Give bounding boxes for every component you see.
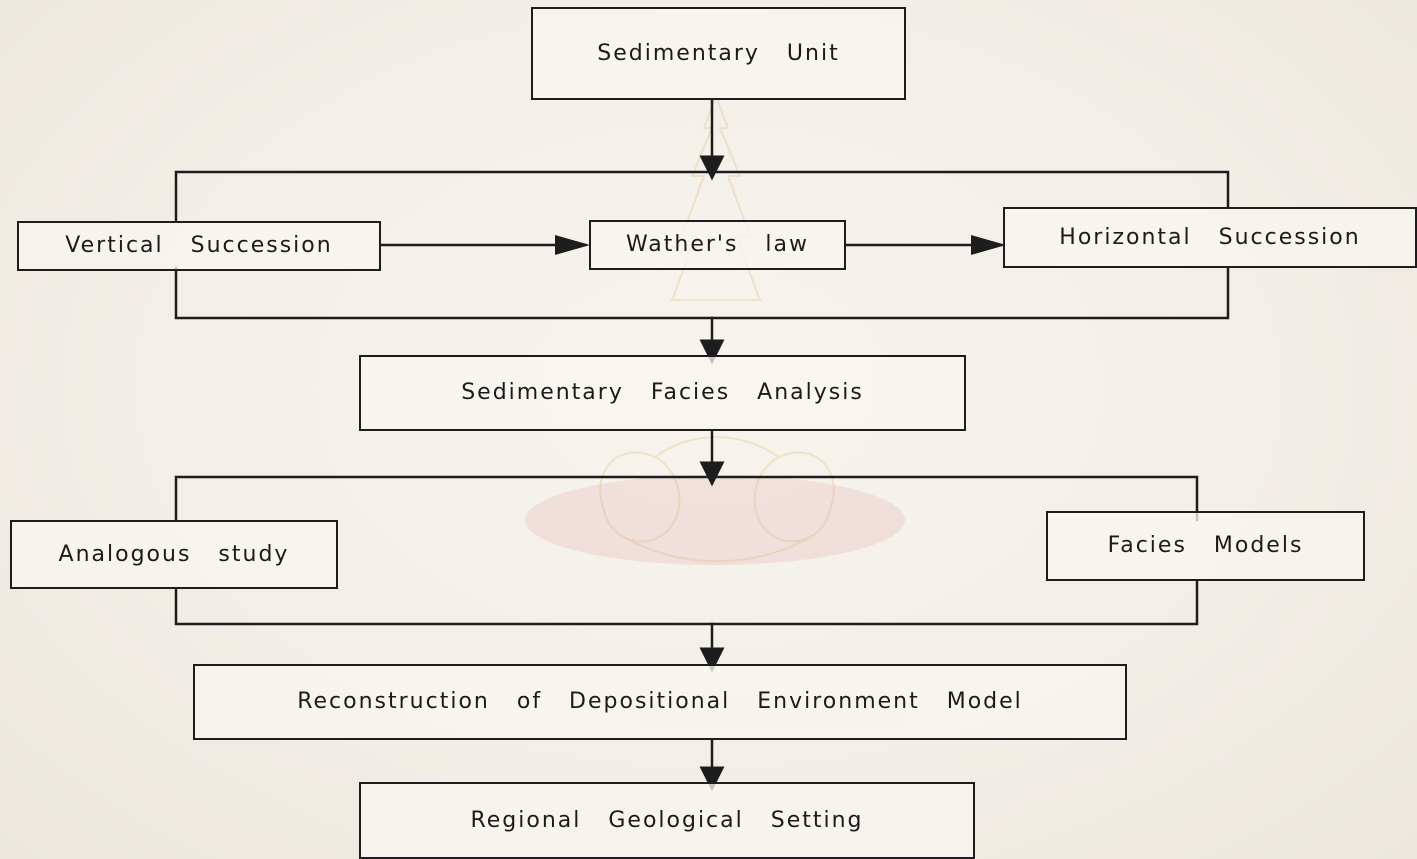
regional-geological-setting-label: Regional Geological Setting [470, 807, 864, 833]
wathers-law-label: Wather's law [625, 232, 810, 257]
facies-models-box: Facies Models [1046, 511, 1365, 581]
lower-bracket-bottom [174, 579, 1199, 626]
wathers-law-box: Wather's law [589, 220, 846, 270]
lower-bracket [174, 475, 1199, 522]
horizontal-succession-label: Horizontal Succession [1059, 224, 1361, 250]
reconstruction-label: Reconstruction of Depositional Environme… [297, 689, 1023, 714]
vertical-succession-label: Vertical Succession [65, 233, 333, 258]
analogous-study-box: Analogous study [10, 520, 338, 589]
horizontal-succession-box: Horizontal Succession [1003, 207, 1417, 268]
reconstruction-box: Reconstruction of Depositional Environme… [193, 664, 1127, 740]
sedimentary-facies-analysis-box: Sedimentary Facies Analysis [359, 355, 966, 431]
regional-geological-setting-box: Regional Geological Setting [359, 782, 975, 859]
sedimentary-unit-label: Sedimentary Unit [597, 40, 840, 66]
upper-bracket-bottom [174, 266, 1230, 320]
analogous-study-label: Analogous study [58, 541, 290, 567]
sedimentary-unit-box: Sedimentary Unit [531, 7, 906, 100]
vertical-succession-box: Vertical Succession [17, 221, 381, 271]
upper-bracket [174, 170, 1230, 223]
sedimentary-facies-analysis-label: Sedimentary Facies Analysis [461, 380, 864, 405]
facies-models-label: Facies Models [1107, 533, 1304, 558]
